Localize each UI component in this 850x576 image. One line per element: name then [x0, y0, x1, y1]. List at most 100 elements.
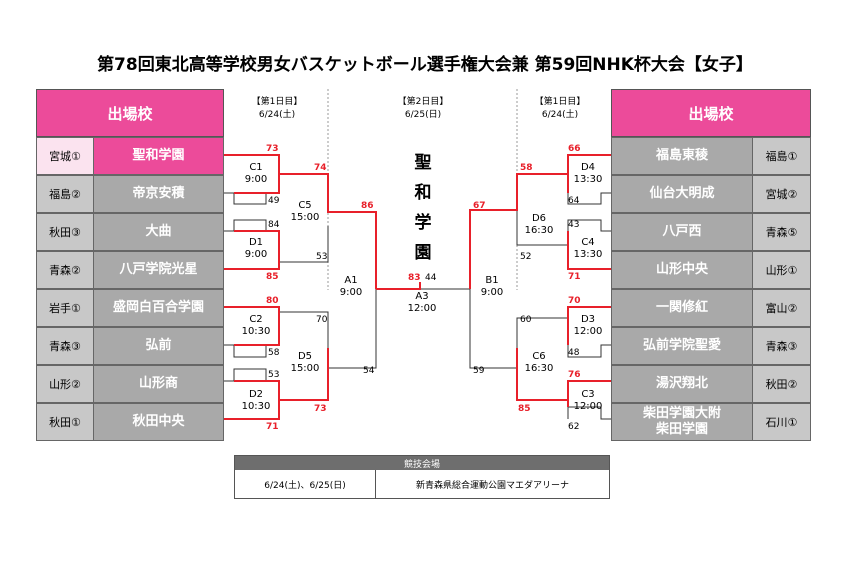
game-d5: D5 15:00 — [290, 351, 320, 374]
line-b1-lower — [469, 289, 517, 369]
right-team-name: 山形中央 — [611, 251, 753, 289]
line-r2 — [567, 192, 611, 205]
left-team-name: 盛岡白百合学園 — [93, 289, 224, 327]
score-l3: 84 — [268, 220, 280, 230]
right-team-name: 弘前学院聖愛 — [611, 327, 753, 365]
right-team-pref: 福島① — [752, 137, 811, 175]
venue-place: 新青森県総合運動公園マエダアリーナ — [415, 480, 569, 491]
line-l6 — [224, 344, 267, 358]
score-l1: 73 — [266, 144, 279, 154]
score-r2: 64 — [568, 196, 580, 206]
score-a3a: 83 — [408, 273, 421, 283]
score-d5b: 73 — [314, 404, 327, 414]
line-c6-upper — [516, 307, 569, 348]
left-team-pref: 福島② — [36, 175, 94, 213]
game-d3: D3 12:00 — [573, 314, 603, 337]
score-a3b: 44 — [425, 273, 437, 283]
left-team-name: 弘前 — [93, 327, 224, 365]
game-a1: A1 9:00 — [339, 275, 363, 298]
right-team-name: 八戸西 — [611, 213, 753, 251]
champion-char: 和 — [414, 183, 432, 203]
left-team-name: 大曲 — [93, 213, 224, 251]
game-d2: D2 10:30 — [241, 389, 271, 412]
score-b1b: 59 — [473, 366, 485, 376]
score-l4: 85 — [266, 272, 279, 282]
score-c6b: 85 — [518, 404, 531, 414]
right-team-name: 柴田学園大附 柴田学園 — [611, 403, 753, 441]
line-r6 — [567, 344, 611, 358]
line-r3 — [567, 219, 611, 232]
line-r1 — [567, 154, 611, 193]
left-team-pref: 岩手① — [36, 289, 94, 327]
champion-name: 聖 和 学 園 — [408, 148, 438, 268]
left-team-pref: 青森③ — [36, 327, 94, 365]
line-d5-upper — [278, 307, 329, 348]
score-r4: 71 — [568, 272, 581, 282]
score-c6a: 60 — [520, 315, 532, 325]
right-team-name: 仙台大明成 — [611, 175, 753, 213]
right-team-name: 湯沢翔北 — [611, 365, 753, 403]
game-b1: B1 9:00 — [480, 275, 504, 298]
right-team-name: 福島東稜 — [611, 137, 753, 175]
score-d5a: 70 — [316, 315, 328, 325]
score-d6b: 52 — [520, 252, 532, 262]
left-team-name: 山形商 — [93, 365, 224, 403]
champion-char: 学 — [414, 213, 432, 233]
day-label-right: 【第1日目】 6/24(土) — [534, 97, 586, 120]
left-team-pref: 宮城① — [36, 137, 94, 175]
day-label-center: 【第2日目】 6/25(日) — [397, 97, 449, 120]
score-c5b: 53 — [316, 252, 328, 262]
venue-header: 競技会場 — [235, 456, 609, 470]
line-c5-win — [279, 173, 377, 289]
game-c5: C5 15:00 — [290, 200, 320, 223]
score-l5: 80 — [266, 296, 279, 306]
game-c1: C1 9:00 — [244, 162, 268, 185]
right-team-name: 一関修紅 — [611, 289, 753, 327]
score-r3: 43 — [568, 220, 580, 230]
game-a3: A3 12:00 — [407, 291, 437, 314]
line-a1-lower — [328, 289, 377, 369]
game-d4: D4 13:30 — [573, 162, 603, 185]
score-r5: 70 — [568, 296, 581, 306]
score-l7: 53 — [268, 370, 280, 380]
page-title: 第78回東北高等学校男女バスケットボール選手権大会兼 第59回NHK杯大会【女子… — [97, 55, 753, 75]
right-team-pref: 青森⑤ — [752, 213, 811, 251]
venue-table: 競技会場 6/24(土)、6/25(日) 新青森県総合運動公園マエダアリーナ — [234, 455, 610, 499]
line-r7 — [567, 380, 611, 407]
line-l2 — [224, 192, 267, 205]
game-c2: C2 10:30 — [241, 314, 271, 337]
game-c4: C4 13:30 — [573, 237, 603, 260]
right-team-pref: 青森③ — [752, 327, 811, 365]
score-d6a: 58 — [520, 163, 533, 173]
line-c6-win — [516, 348, 568, 401]
line-r5 — [567, 306, 611, 345]
line-a3-left — [376, 282, 421, 290]
right-team-pref: 宮城② — [752, 175, 811, 213]
right-team-pref: 石川① — [752, 403, 811, 441]
left-team-name: 秋田中央 — [93, 403, 224, 441]
line-r8 — [567, 406, 611, 420]
left-team-pref: 山形② — [36, 365, 94, 403]
score-c5a: 74 — [314, 163, 327, 173]
game-c3: C3 12:00 — [573, 389, 603, 412]
line-l4 — [224, 230, 280, 270]
score-b1a: 67 — [473, 201, 486, 211]
right-team-pref: 山形① — [752, 251, 811, 289]
left-team-pref: 秋田③ — [36, 213, 94, 251]
score-r1: 66 — [568, 144, 581, 154]
left-team-name: 八戸学院光星 — [93, 251, 224, 289]
line-d5-win — [279, 348, 329, 401]
score-r6: 48 — [568, 348, 580, 358]
score-r7: 76 — [568, 370, 581, 380]
line-c5-lower — [278, 226, 329, 269]
left-team-name: 聖和学園 — [93, 137, 224, 175]
right-team-pref: 秋田② — [752, 365, 811, 403]
line-l7 — [224, 368, 267, 382]
line-d6-win — [469, 173, 568, 289]
line-l3 — [224, 219, 267, 232]
score-l6: 58 — [268, 348, 280, 358]
left-header: 出場校 — [36, 89, 224, 137]
game-d6: D6 16:30 — [524, 213, 554, 236]
day-label-left: 【第1日目】 6/24(土) — [251, 97, 303, 120]
